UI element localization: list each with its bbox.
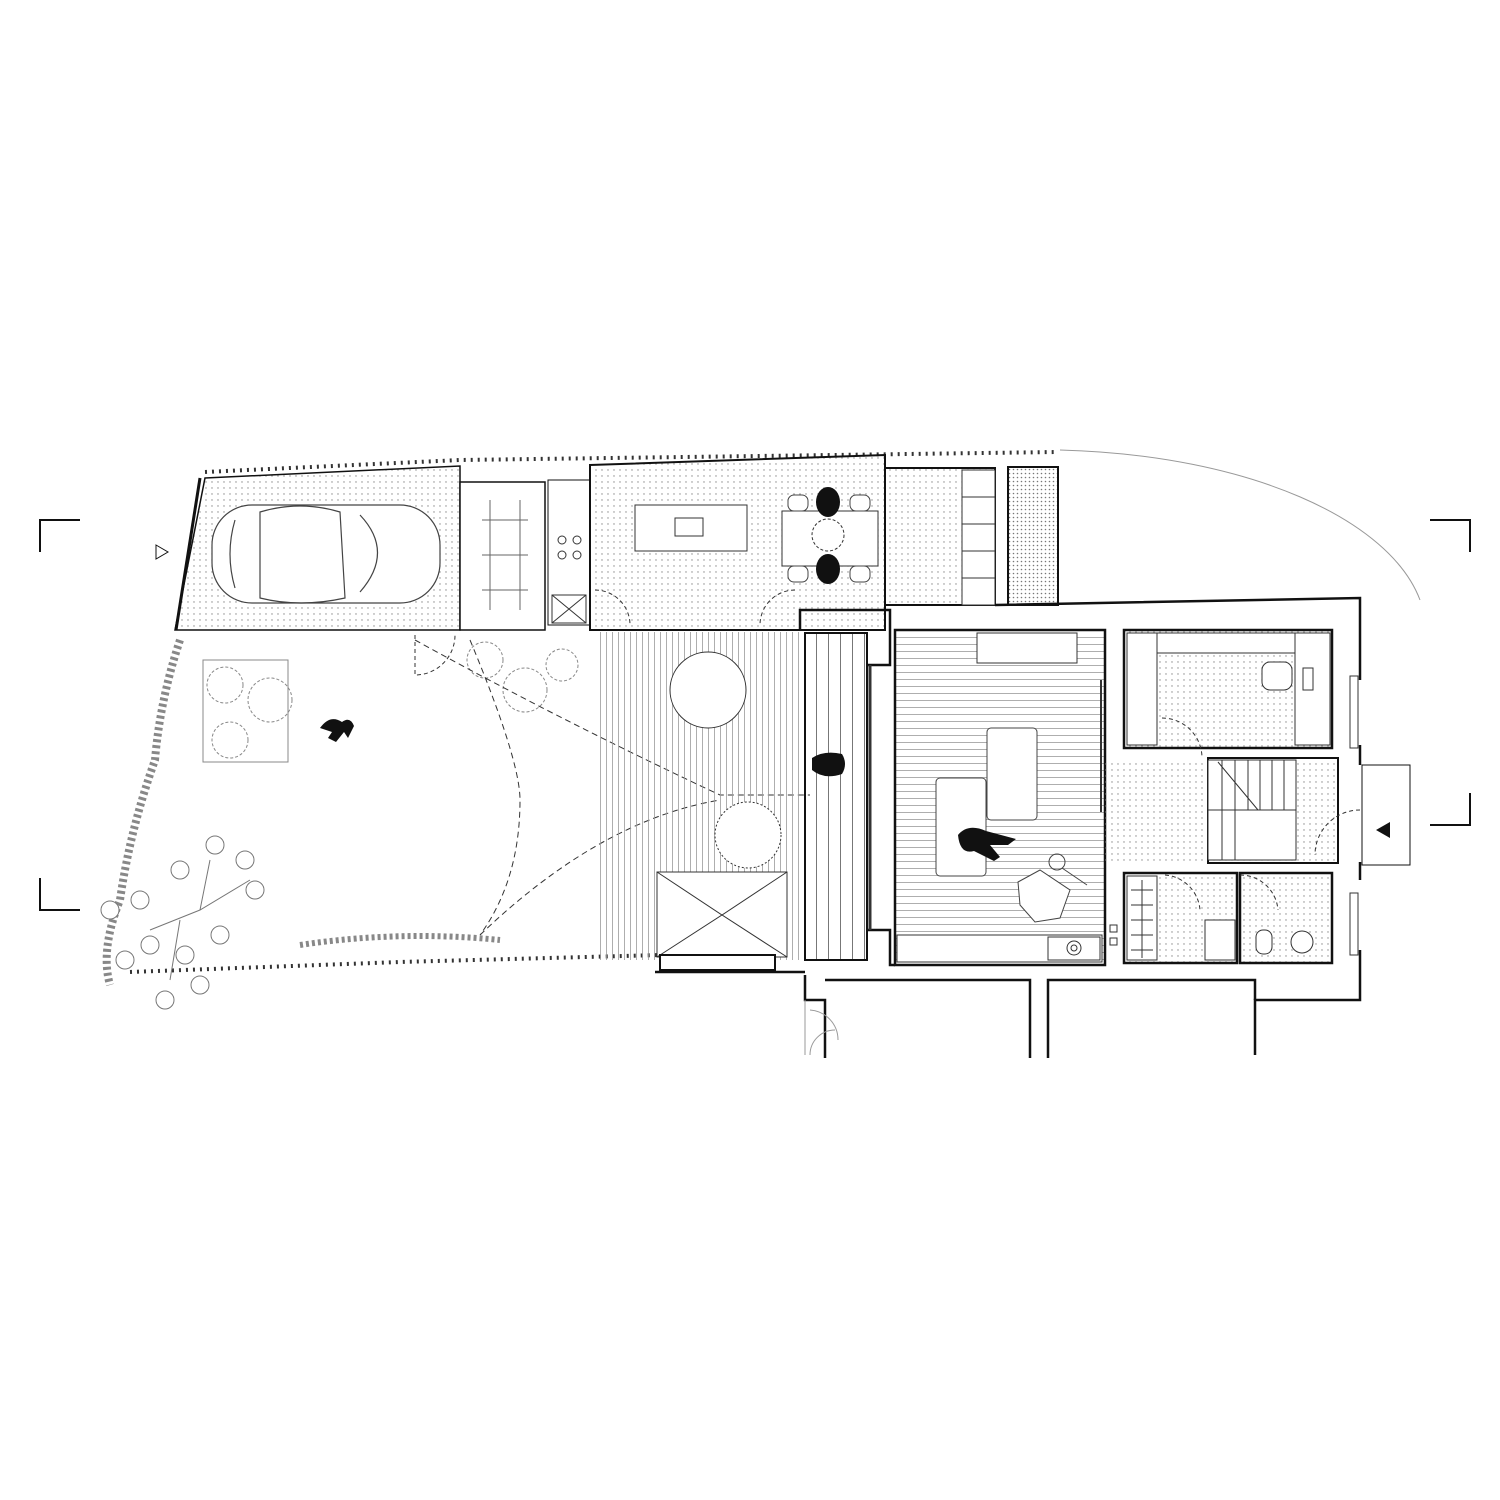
hall — [1105, 760, 1208, 865]
cooktop-icon — [557, 535, 582, 560]
entrance-landing — [1361, 764, 1411, 866]
utility-room — [459, 481, 546, 631]
section-mark-top-right — [1430, 519, 1471, 552]
tree-planter — [669, 651, 747, 729]
skylight — [656, 871, 788, 958]
storage-cabinet — [961, 469, 996, 606]
sideboard — [976, 632, 1078, 664]
stove-icon — [1047, 936, 1101, 961]
person-icon — [812, 752, 845, 777]
entrance-door-swing — [1314, 809, 1361, 856]
entrance-arrow-icon — [1376, 822, 1390, 838]
person-icon — [816, 487, 840, 517]
floor-lamp-icon — [1048, 853, 1088, 886]
office-desk — [1294, 632, 1331, 746]
fence-top — [204, 450, 1059, 474]
property-boundary-arc — [1059, 449, 1421, 601]
planter — [1007, 466, 1059, 606]
staircase — [1207, 759, 1297, 861]
kitchen-island — [634, 504, 748, 552]
hedge-bottom — [299, 933, 501, 948]
kitchen-counter — [547, 479, 591, 626]
section-mark-top-left — [39, 519, 80, 552]
door-swing — [1164, 874, 1279, 911]
laptop-icon — [1302, 667, 1314, 691]
fireplace-bench — [896, 934, 1103, 963]
office-shelf — [1126, 632, 1158, 746]
window — [1349, 675, 1359, 749]
person-icon — [320, 719, 354, 742]
sofa — [935, 727, 1038, 877]
exterior-walls — [655, 596, 1362, 1058]
site-arrow-icon — [155, 544, 169, 560]
carport-gate — [174, 477, 202, 631]
section-mark-bottom-left — [39, 878, 80, 911]
toilet-icon — [1255, 929, 1273, 955]
pendant-lamp-icon — [811, 518, 845, 552]
office-chair — [1261, 661, 1293, 691]
appliance-icon — [551, 594, 587, 624]
sink-icon — [674, 517, 704, 537]
neighbour-door-swing — [804, 1000, 839, 1056]
rack-icon — [482, 500, 528, 610]
window — [1349, 892, 1359, 956]
vent-icons — [1109, 924, 1118, 946]
dining-chairs — [787, 494, 871, 583]
steps — [804, 632, 868, 961]
bathroom — [1238, 871, 1334, 965]
hedge — [102, 638, 184, 987]
tree-planter — [714, 801, 782, 869]
door-swing — [1161, 717, 1203, 759]
armchair — [1017, 869, 1071, 923]
car-icon — [211, 504, 441, 604]
shrub-icons — [206, 641, 579, 759]
sink-icon — [1290, 930, 1314, 954]
person-icon — [816, 554, 840, 584]
shower-tray — [1204, 919, 1236, 961]
garden-door-swing — [414, 634, 456, 676]
section-mark-bottom-right — [1430, 793, 1471, 826]
deck-border — [659, 954, 776, 971]
garden-bed — [202, 659, 289, 763]
rack-bars — [1131, 880, 1153, 958]
office-shelf-top — [1156, 632, 1296, 654]
person-icon — [958, 827, 1016, 861]
fence-bottom — [129, 953, 661, 974]
section-marks — [39, 519, 1471, 911]
tree-icon — [100, 835, 265, 1010]
